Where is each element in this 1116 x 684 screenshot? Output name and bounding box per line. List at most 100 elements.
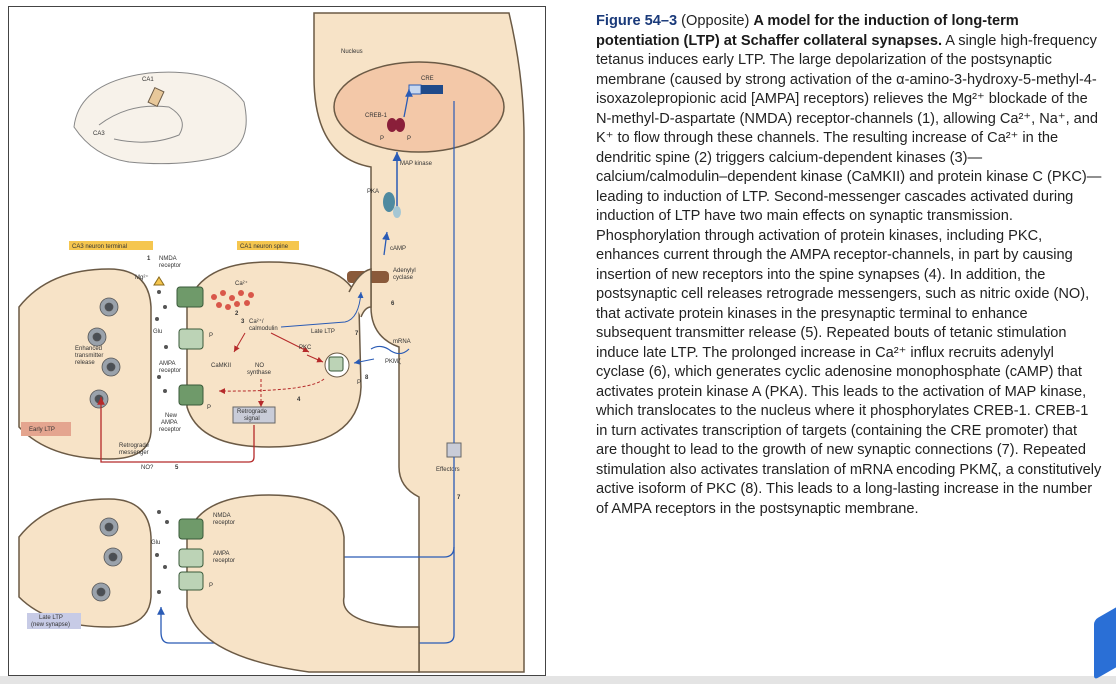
vesicle-ampa [328, 356, 344, 372]
no-question-label: NO? [141, 465, 154, 471]
glutamate-upper [155, 290, 168, 393]
ca1-spine-label: CA1 neuron spine [240, 244, 289, 250]
retrograde-signal-1: Retrograde [237, 409, 268, 415]
ca-calmodulin-1: Ca²⁺/ [249, 318, 264, 325]
step-6: 6 [391, 301, 395, 307]
hippocampus-outline [98, 105, 183, 143]
nmda-lower-2: receptor [213, 520, 235, 526]
pkc-label: PKC [299, 345, 312, 351]
presynaptic-terminal-lower [18, 498, 152, 628]
enhanced-label-2: transmitter [75, 353, 103, 359]
new-ampa-3: receptor [159, 427, 181, 433]
retrograde-signal-box [232, 406, 276, 424]
pka-reg [393, 206, 401, 218]
retrograde-signal-2: signal [244, 416, 260, 422]
new-ampa-2: AMPA [161, 420, 178, 426]
ca1-label: CA1 [142, 77, 154, 83]
creb-p-left: P [380, 136, 384, 142]
cre-arrow [403, 88, 413, 118]
brain-inset [73, 71, 247, 165]
adenylyl-label-2: cyclase [393, 275, 414, 281]
pka-protein [383, 192, 395, 212]
caption-title: A model for the induction of long-term p… [596, 13, 1019, 49]
pkmz-label: PKMζ [385, 359, 401, 365]
pkmz-arrow [353, 358, 375, 365]
effectors-label: Effectors [436, 467, 460, 473]
late-ltp-box-1: Late LTP [39, 615, 63, 621]
new-ampa-p: P [207, 405, 211, 411]
ca-to-ac-arrow [280, 291, 364, 328]
late-ltp-box-2: (new synapse) [31, 622, 70, 628]
caption-opposite: (Opposite) [677, 13, 754, 29]
cre-dna-dark [421, 85, 443, 94]
new-ampa-1: New [165, 413, 178, 419]
ampa-receptor-lower-2 [178, 571, 204, 591]
new-ampa-receptor [178, 384, 204, 406]
ca-to-pkc-arrow [270, 332, 310, 353]
nmda-receptor [176, 286, 204, 308]
ampa-lower-1: AMPA [213, 551, 230, 557]
ca1-spine-label-box [237, 241, 299, 250]
mg-label: Mg²⁺ [135, 274, 149, 281]
nmda-lower-1: NMDA [213, 513, 231, 519]
ampa-receptor [178, 328, 204, 350]
ca3-label: CA3 [93, 131, 105, 137]
ampa-p-label: P [209, 333, 213, 339]
no-synthase-1: NO [255, 363, 264, 369]
corner-tab-button[interactable] [1094, 603, 1116, 681]
step-4: 4 [297, 397, 301, 403]
bottom-scroll-bar[interactable] [0, 676, 1116, 684]
creb-protein-left [387, 118, 397, 132]
step-7-top: 7 [355, 331, 359, 337]
late-ltp-box [27, 613, 81, 629]
ampa-label-2: receptor [159, 368, 181, 374]
early-ltp-box [21, 422, 71, 436]
mrna-strand [370, 345, 410, 355]
step-7: 7 [457, 495, 461, 501]
dendrite-trunk [313, 12, 525, 673]
retro-messenger-path [97, 397, 255, 463]
retro-messenger-2: messenger [119, 450, 149, 456]
map-kinase-label: MAP kinase [400, 161, 433, 167]
step-1: 1 [147, 256, 151, 262]
retro-messenger-1: Retrograde [119, 443, 150, 449]
nmda-receptor-lower [178, 518, 204, 540]
glu-label-lower: Glu [151, 540, 160, 546]
ca-to-camkii-arrow [233, 332, 246, 353]
step-2: 2 [235, 311, 239, 317]
mrna-label: mRNA [393, 339, 411, 345]
creb-label: CREB-1 [365, 113, 388, 119]
late-ltp-label: Late LTP [311, 329, 335, 335]
ca3-terminal-label-box [69, 241, 153, 250]
figure-number: Figure 54–3 [596, 13, 678, 29]
pka-label: PKA [367, 189, 379, 195]
ampa-label-1: AMPA [159, 361, 176, 367]
early-ltp-label: Early LTP [29, 427, 55, 433]
ampa-receptor-lower-1 [178, 548, 204, 568]
mg-triangle [153, 276, 165, 286]
step-8: 8 [365, 375, 369, 381]
creb-p-right: P [407, 136, 411, 142]
ca-calmodulin-2: calmodulin [249, 326, 278, 332]
step-3: 3 [241, 319, 245, 325]
vesicles-lower [91, 517, 123, 602]
glutamate-lower [155, 510, 169, 594]
vesicle-p-label: P [357, 380, 361, 386]
nmda-label-2: receptor [159, 263, 181, 269]
nmda-label-1: NMDA [159, 256, 177, 262]
camp-arrow [382, 231, 390, 256]
nucleus [333, 61, 505, 153]
enhanced-label-3: release [75, 360, 95, 366]
camkii-label: CaMKII [211, 363, 231, 369]
camp-label: cAMP [390, 246, 406, 252]
adenylyl-label-1: Adenylyl [393, 268, 416, 274]
ca-label: Ca²⁺ [235, 280, 248, 287]
effectors-box [446, 442, 462, 458]
caption-body: A single high-frequency tetanus induces … [596, 32, 1102, 517]
ampa-lower-p: P [209, 583, 213, 589]
creb-protein-right [395, 118, 405, 132]
presynaptic-terminal-upper [18, 268, 152, 460]
no-synthase-2: synthase [247, 370, 272, 376]
ca3-terminal-label: CA3 neuron terminal [72, 244, 127, 250]
cre-dna-light [408, 84, 422, 95]
